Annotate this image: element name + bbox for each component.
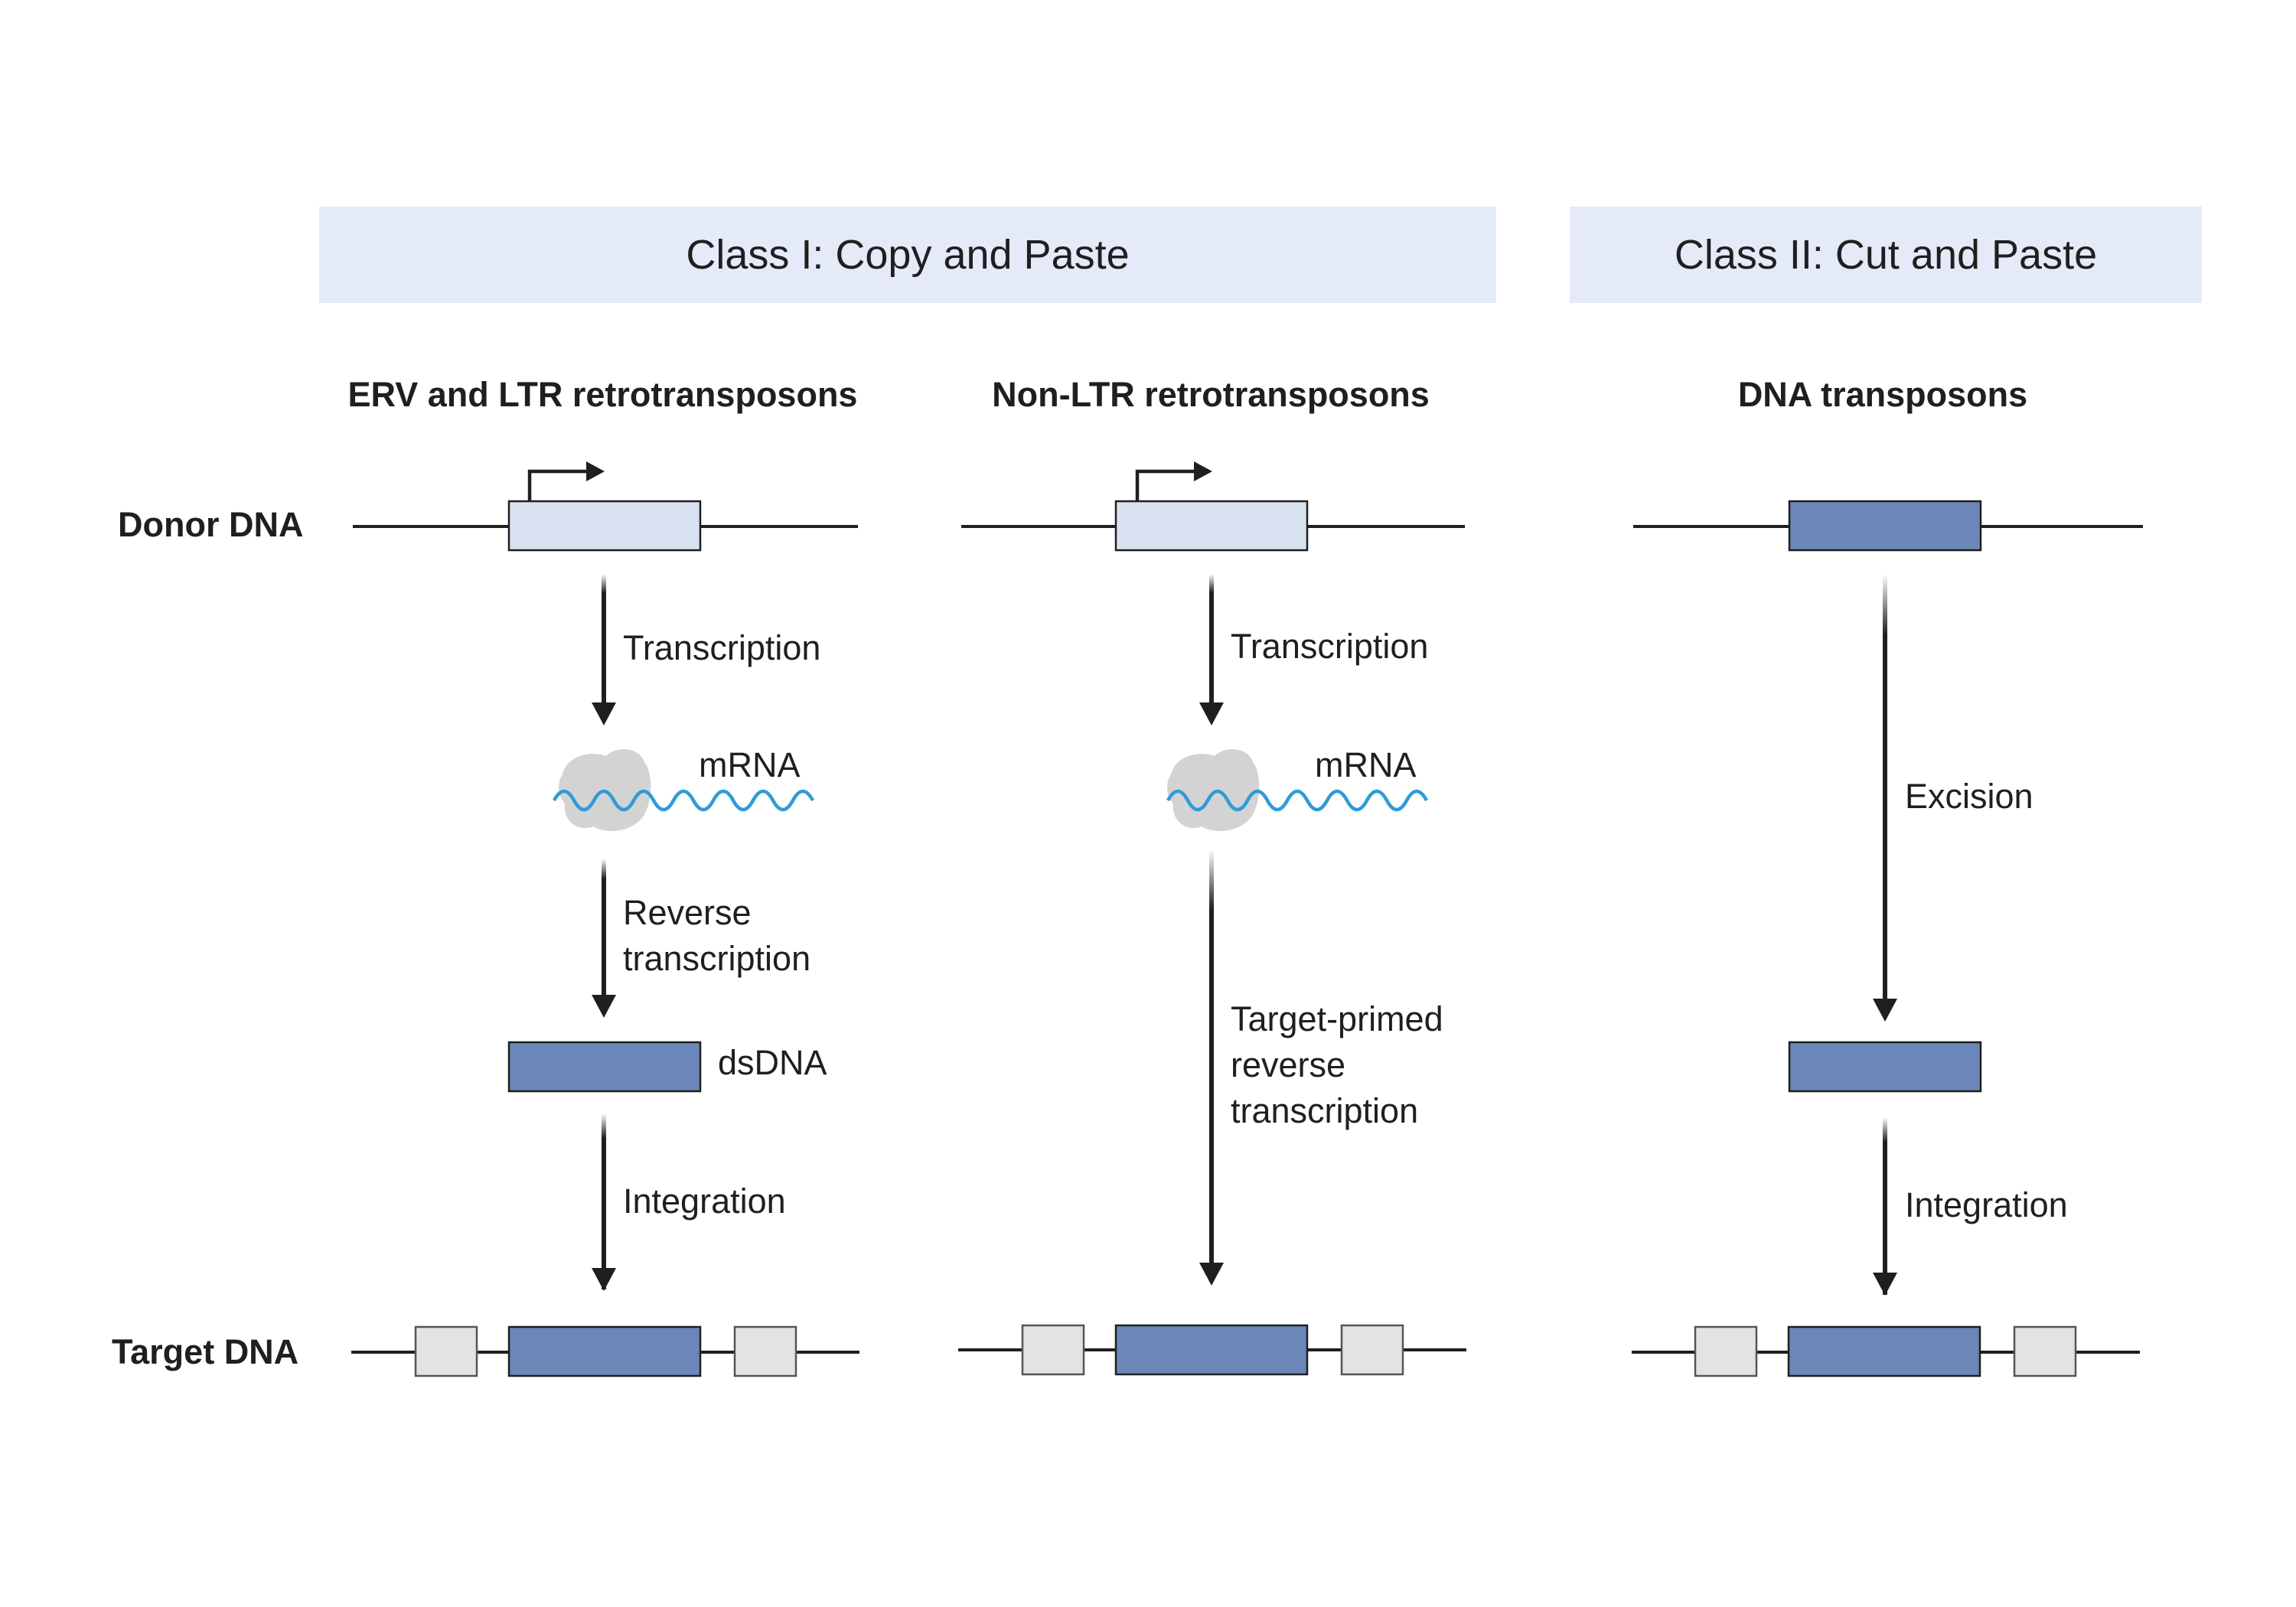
class-1-banner-label: Class I: Copy and Paste bbox=[686, 232, 1130, 278]
dna-integration-arrow bbox=[1873, 1117, 1897, 1296]
column-title-erv: ERV and LTR retrotransposons bbox=[347, 375, 858, 414]
class-2-banner-label: Class II: Cut and Paste bbox=[1674, 232, 2098, 278]
target-site-duplication-box bbox=[2013, 1325, 2077, 1377]
erv-dsdna-label: dsDNA bbox=[718, 1043, 827, 1082]
class-1-banner: Class I: Copy and Paste bbox=[319, 207, 1496, 303]
promoter-arrow-icon bbox=[1135, 469, 1197, 501]
ribosome-icon bbox=[1167, 748, 1260, 831]
erv-integration-label: Integration bbox=[623, 1182, 786, 1221]
donor-non-ltr bbox=[961, 461, 1465, 552]
class-2-banner: Class II: Cut and Paste bbox=[1570, 207, 2202, 303]
donor-transposon-box bbox=[1788, 500, 1982, 552]
promoter-arrowhead bbox=[586, 461, 605, 481]
non-ltr-target-primed-label-line3: transcription bbox=[1231, 1091, 1419, 1130]
inserted-transposon-box bbox=[507, 1325, 702, 1377]
column-title-dna-transposons: DNA transposons bbox=[1737, 375, 2028, 414]
column-title-non-ltr: Non-LTR retrotransposons bbox=[992, 375, 1430, 414]
inserted-transposon-box bbox=[1787, 1325, 1981, 1377]
dsdna-box bbox=[507, 1041, 702, 1093]
target-site-duplication-box bbox=[1694, 1325, 1758, 1377]
dna-integration-label: Integration bbox=[1905, 1185, 2068, 1224]
erv-mrna-label: mRNA bbox=[699, 745, 801, 784]
non-ltr-target-primed-arrow bbox=[1199, 849, 1224, 1286]
donor-erv bbox=[353, 461, 858, 552]
donor-dna-label: Donor DNA bbox=[118, 505, 304, 544]
inserted-transposon-box bbox=[1114, 1324, 1309, 1376]
erv-transcription-arrow bbox=[592, 574, 616, 725]
erv-reverse-transcription-label-line1: Reverse bbox=[623, 893, 752, 932]
erv-transcription-label: Transcription bbox=[623, 628, 821, 667]
excised-transposon-box bbox=[1788, 1041, 1982, 1093]
promoter-arrow-icon bbox=[527, 469, 589, 501]
dna-excision-arrow bbox=[1873, 574, 1897, 1022]
erv-reverse-transcription-arrow bbox=[592, 859, 616, 1018]
target-site-duplication-box bbox=[733, 1325, 797, 1377]
non-ltr-target-primed-label-line2: reverse bbox=[1231, 1045, 1346, 1084]
non-ltr-mrna-label: mRNA bbox=[1315, 745, 1417, 784]
target-site-duplication-box bbox=[1021, 1324, 1085, 1376]
donor-dna-transposon bbox=[1633, 500, 2143, 552]
dna-excision-label: Excision bbox=[1905, 777, 2033, 816]
promoter-arrowhead bbox=[1194, 461, 1212, 481]
target-non-ltr bbox=[958, 1324, 1466, 1376]
erv-reverse-transcription-label-line2: transcription bbox=[623, 939, 811, 978]
mrna-wave-icon bbox=[1166, 789, 1428, 812]
mrna-wave-icon bbox=[553, 789, 814, 812]
target-dna-transposon bbox=[1632, 1325, 2140, 1377]
non-ltr-target-primed-label-line1: Target-primed bbox=[1231, 999, 1443, 1038]
non-ltr-transcription-arrow bbox=[1199, 574, 1224, 725]
target-erv bbox=[351, 1325, 859, 1377]
donor-transposon-box bbox=[507, 500, 702, 552]
target-dna-label: Target DNA bbox=[112, 1332, 299, 1371]
donor-transposon-box bbox=[1114, 500, 1309, 552]
non-ltr-transcription-label: Transcription bbox=[1231, 627, 1429, 666]
erv-integration-arrow bbox=[592, 1113, 616, 1291]
target-site-duplication-box bbox=[1340, 1324, 1404, 1376]
target-site-duplication-box bbox=[414, 1325, 478, 1377]
